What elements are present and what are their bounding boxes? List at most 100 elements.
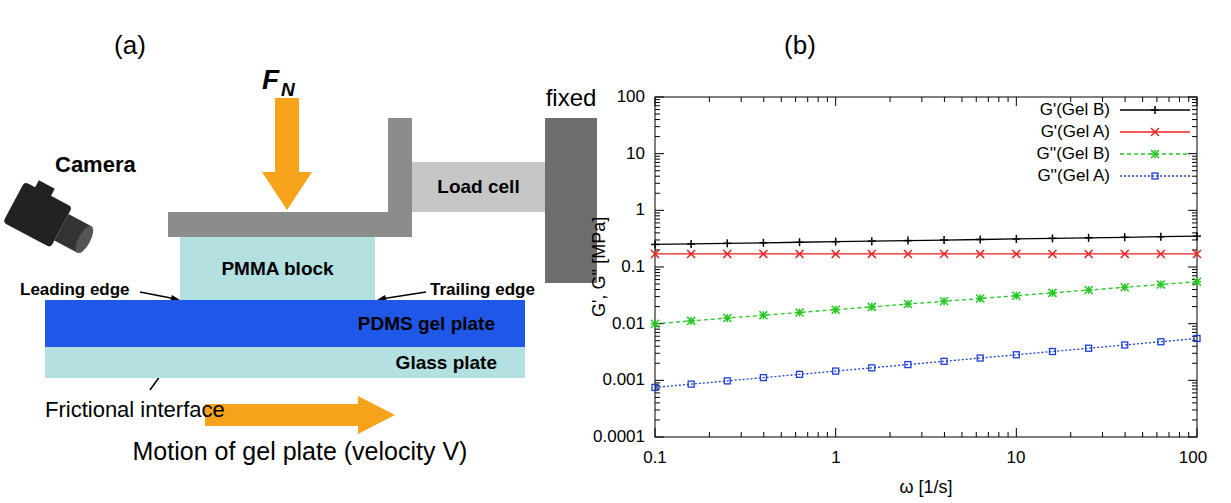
chart-stroke [1016,97,1017,106]
tick-label: 0.01 [612,315,645,334]
chart-stroke [904,250,912,258]
chart-stroke [1124,233,1126,241]
chart-stroke [655,193,660,194]
chart-stroke [1192,159,1197,160]
chart-stroke [1121,250,1129,258]
chart-stroke [1188,437,1197,438]
tick-label: 100 [1179,449,1207,468]
chart-stroke [890,97,891,102]
chart-stroke [1121,283,1129,291]
chart-stroke [1012,250,1020,258]
chart-stroke [781,97,782,102]
chart-stroke [1192,409,1197,410]
chart-stroke [1012,292,1020,300]
chart-stroke [1016,428,1017,437]
chart-stroke [763,432,764,437]
chart-stroke [1142,432,1143,437]
legend-text: G''(Gel A) [1037,167,1110,186]
chart-stroke [723,314,731,322]
chart-stroke [655,227,660,228]
chart-stroke [833,368,839,374]
chart-stroke [1192,212,1197,213]
chart-stroke [709,97,710,102]
chart-stroke [1192,275,1197,276]
pmma-block: PMMA block [180,237,375,300]
chart-stroke [1192,215,1197,216]
chart-stroke [655,159,660,160]
chart-stroke [1192,332,1197,333]
chart-stroke [835,428,836,437]
chart-stroke [1192,136,1197,137]
tick-label: 1 [831,449,840,468]
chart-stroke [655,212,660,213]
chart-stroke [655,119,660,120]
chart-stroke [905,362,911,368]
chart-stroke [1188,210,1197,211]
chart-stroke [763,239,765,247]
annotation: F [262,65,279,96]
chart-stroke [655,272,660,273]
chart-stroke [1193,250,1201,258]
tick-label: 1 [636,201,645,220]
chart-stroke [1188,323,1197,324]
chart-stroke [655,166,660,167]
axis-title: ω [1/s] [899,478,952,498]
chart-stroke [760,375,766,381]
chart-stroke [1192,166,1197,167]
chart-stroke [655,332,660,333]
annotation: Camera [55,153,136,177]
chart-stroke [976,294,984,302]
chart-stroke [1151,150,1159,158]
chart-stroke [1192,193,1197,194]
chart-stroke [655,105,660,106]
axis-title: G', G'' [MPa] [590,217,610,317]
chart-stroke [655,269,660,270]
chart-stroke [1157,280,1165,288]
chart-stroke [655,363,660,364]
chart-stroke [655,210,664,211]
chart-stroke [890,432,891,437]
chart-stroke [988,97,989,102]
chart-stroke [688,381,694,387]
chart-stroke [796,308,804,316]
chart-stroke [1156,432,1157,437]
chart-stroke [835,238,837,246]
chart-stroke [655,97,656,106]
chart-stroke [1192,329,1197,330]
chart-stroke [1151,150,1159,158]
chart-stroke [655,153,664,154]
legend-text: G'(Gel B) [1040,101,1110,120]
chart-stroke [655,340,660,341]
chart-stroke [940,297,948,305]
chart-stroke [1192,162,1197,163]
chart-stroke [795,97,796,102]
chart-stroke [727,239,729,247]
chart-stroke [1070,432,1071,437]
chart-stroke [1192,385,1197,386]
loading-plate [168,212,412,237]
chart-stroke [1193,278,1201,286]
chart-stroke [1049,349,1055,355]
bracket [388,118,412,237]
chart-stroke [651,320,659,328]
chart-stroke [1142,97,1143,102]
chart-stroke [976,250,984,258]
chart-stroke [1052,234,1054,242]
chart-stroke [796,250,804,258]
chart-stroke [1192,397,1197,398]
chart-stroke [1192,176,1197,177]
chart-stroke [807,432,808,437]
annotation: Motion of gel plate (velocity V) [133,438,468,466]
chart-stroke [1192,326,1197,327]
chart-stroke [1122,342,1128,348]
chart-stroke [655,162,660,163]
chart-stroke [741,97,742,102]
chart-stroke [1085,286,1093,294]
motion-arrow [205,396,395,434]
chart-stroke [869,365,875,371]
chart-stroke [1157,280,1165,288]
chart-stroke [835,97,836,106]
chart-stroke [724,378,730,384]
chart-stroke [940,297,948,305]
chart-stroke [871,237,873,245]
